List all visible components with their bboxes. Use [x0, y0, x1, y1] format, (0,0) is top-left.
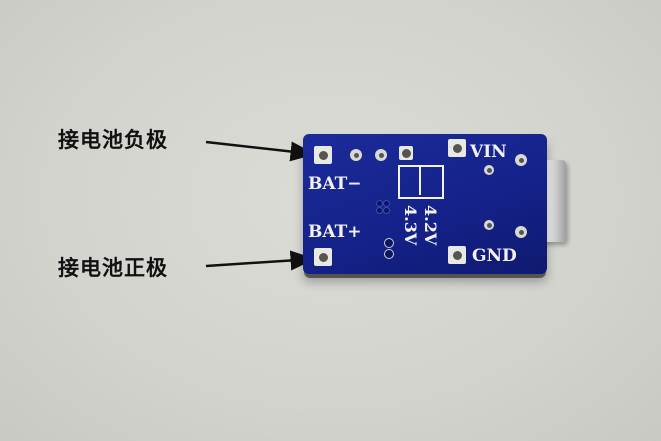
via — [383, 200, 390, 207]
via — [383, 207, 390, 214]
silk-bat-plus: BAT+ — [308, 222, 362, 242]
usb-mount-hole — [484, 165, 494, 175]
silk-4-2v: 4.2V — [421, 205, 440, 246]
via — [376, 200, 383, 207]
gnd-pad — [448, 246, 466, 264]
usb-mount-hole — [515, 154, 527, 166]
silk-gnd: GND — [472, 246, 517, 266]
arrow-to-positive — [205, 250, 316, 271]
bat-minus-pad — [314, 146, 332, 164]
via — [384, 238, 394, 248]
via — [376, 207, 383, 214]
battery-positive-label: 接电池正极 — [58, 256, 168, 280]
through-hole — [375, 149, 387, 161]
usb-mount-hole — [515, 226, 527, 238]
battery-negative-label: 接电池负极 — [58, 128, 168, 152]
silk-vin: VIN — [470, 142, 507, 162]
arrow-to-negative — [205, 140, 316, 162]
vin-pad — [448, 139, 466, 157]
bat-plus-pad — [314, 248, 332, 266]
silk-bat-minus: BAT− — [308, 174, 362, 194]
charger-pcb — [303, 134, 547, 274]
silk-4-3v: 4.3V — [401, 205, 420, 246]
usb-mount-hole — [484, 220, 494, 230]
test-pad — [399, 146, 413, 160]
via — [384, 249, 394, 259]
voltage-select-jumper — [398, 165, 444, 199]
through-hole — [350, 149, 362, 161]
voltage-select-divider — [419, 165, 421, 195]
pcb-edge — [304, 270, 546, 278]
